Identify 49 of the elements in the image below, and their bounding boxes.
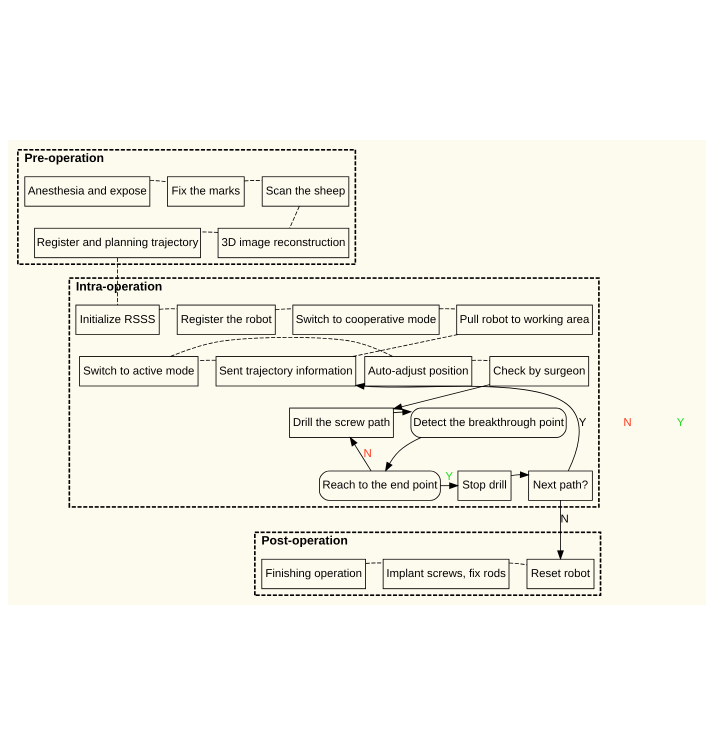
connector bbox=[170, 336, 394, 356]
connector bbox=[472, 359, 490, 360]
node-box: 3D image reconstruction bbox=[218, 227, 350, 258]
node-box: Stop drill bbox=[458, 470, 512, 500]
edge-label: N bbox=[363, 448, 372, 460]
connector bbox=[150, 180, 168, 182]
node-box: Detect the breakthrough point bbox=[410, 407, 567, 438]
node-box: Register the robot bbox=[176, 304, 276, 334]
connector bbox=[200, 231, 218, 232]
node-box: Finishing operation bbox=[261, 558, 366, 589]
connector bbox=[198, 359, 216, 361]
label: Y bbox=[676, 416, 684, 428]
node-box: Auto-adjust position bbox=[364, 356, 472, 386]
arrow bbox=[354, 382, 580, 471]
arrow bbox=[393, 408, 412, 415]
arrow bbox=[384, 436, 422, 472]
node-box: Implant screws, fix rods bbox=[382, 558, 510, 589]
node-box: Reset robot bbox=[526, 558, 594, 589]
connector bbox=[274, 308, 294, 310]
node-box: Drill the screw path bbox=[289, 407, 394, 438]
connector bbox=[158, 308, 178, 310]
node-box: Fix the marks bbox=[167, 176, 245, 206]
edge-label: N bbox=[560, 513, 569, 526]
node-box: Anesthesia and expose bbox=[24, 176, 150, 206]
connector bbox=[438, 308, 458, 309]
node-box: Next path? bbox=[528, 470, 593, 500]
label: N bbox=[623, 416, 632, 428]
node-box: Sent trajectory information bbox=[216, 356, 356, 386]
node-box: Reach to the end point bbox=[319, 470, 441, 500]
node-box: Switch to active mode bbox=[79, 356, 198, 386]
node-box: Register and planning trajectory bbox=[34, 227, 201, 258]
connector bbox=[289, 206, 300, 228]
connector bbox=[117, 257, 118, 305]
node-box: Pull robot to working area bbox=[456, 304, 593, 334]
edge-label: Y bbox=[578, 416, 586, 428]
arrow bbox=[440, 482, 460, 489]
connector bbox=[352, 334, 458, 356]
arrow bbox=[350, 436, 372, 471]
arrow bbox=[392, 384, 490, 410]
arrow bbox=[557, 500, 564, 560]
connector bbox=[244, 180, 262, 181]
node-box: Switch to cooperative mode bbox=[292, 304, 440, 334]
connector bbox=[508, 562, 528, 565]
node-box: Check by surgeon bbox=[489, 356, 590, 386]
node-box: Initialize RSSS bbox=[75, 304, 160, 334]
node-box: Scan the sheep bbox=[262, 176, 350, 206]
connector bbox=[365, 562, 384, 564]
arrow bbox=[510, 470, 530, 478]
edge-label: Y bbox=[445, 470, 453, 483]
